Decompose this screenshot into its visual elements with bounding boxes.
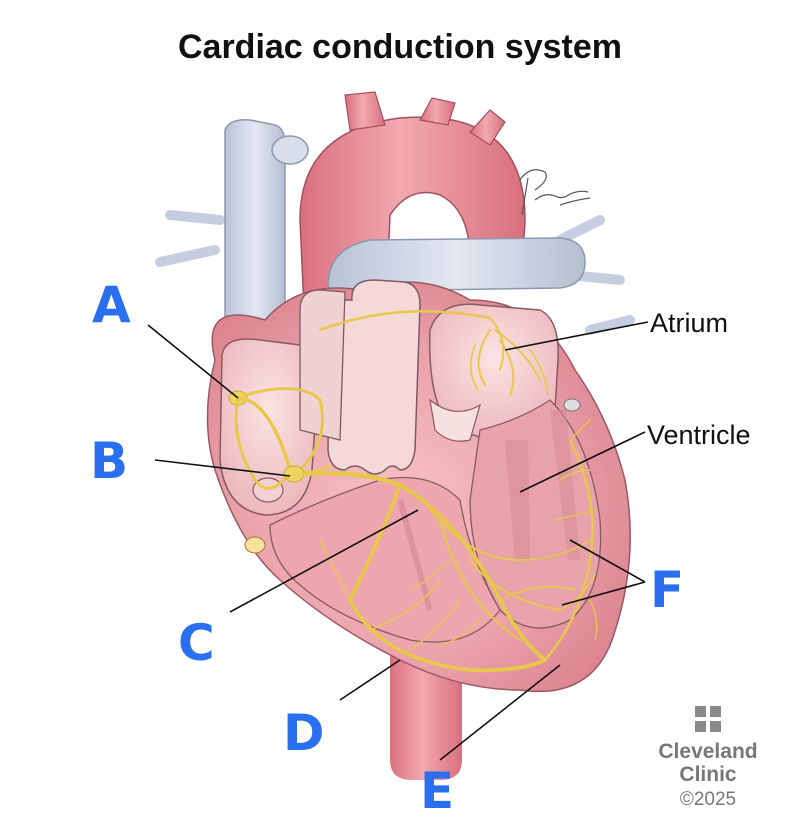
leader-line-f2 bbox=[561, 581, 646, 606]
marker-e: E bbox=[420, 762, 454, 820]
marker-b: B bbox=[90, 432, 128, 490]
leader-line-c bbox=[229, 509, 419, 613]
aortic-valve bbox=[299, 289, 346, 441]
label-ventricle: Ventricle bbox=[647, 420, 751, 450]
diagram-title: Cardiac conduction system bbox=[177, 28, 622, 66]
leader-line-f1 bbox=[569, 539, 646, 583]
pulmonary-valve bbox=[327, 279, 421, 475]
brand-name-line2: Clinic bbox=[679, 763, 737, 786]
marker-f: F bbox=[650, 561, 684, 619]
label-atrium: Atrium bbox=[650, 308, 728, 338]
leader-line-b bbox=[154, 459, 291, 477]
cleveland-clinic-cross-icon bbox=[695, 706, 721, 732]
leader-line-e bbox=[439, 664, 561, 761]
leader-line-a bbox=[147, 324, 239, 399]
marker-c: C bbox=[178, 614, 215, 672]
conduction-pathways bbox=[228, 310, 598, 673]
annotation-lines bbox=[147, 321, 649, 761]
brand-name-line1: Cleveland bbox=[658, 740, 758, 763]
marker-d: D bbox=[283, 704, 325, 762]
leader-line-atrium bbox=[504, 321, 649, 351]
av-node bbox=[283, 465, 305, 483]
brand-copyright: ©2025 bbox=[679, 789, 737, 810]
leader-line-ventricle bbox=[519, 431, 646, 493]
artist-signature bbox=[519, 169, 591, 216]
brand-block: Cleveland Clinic ©2025 bbox=[648, 706, 768, 812]
leader-line-d bbox=[339, 659, 401, 701]
marker-a: A bbox=[92, 276, 131, 334]
